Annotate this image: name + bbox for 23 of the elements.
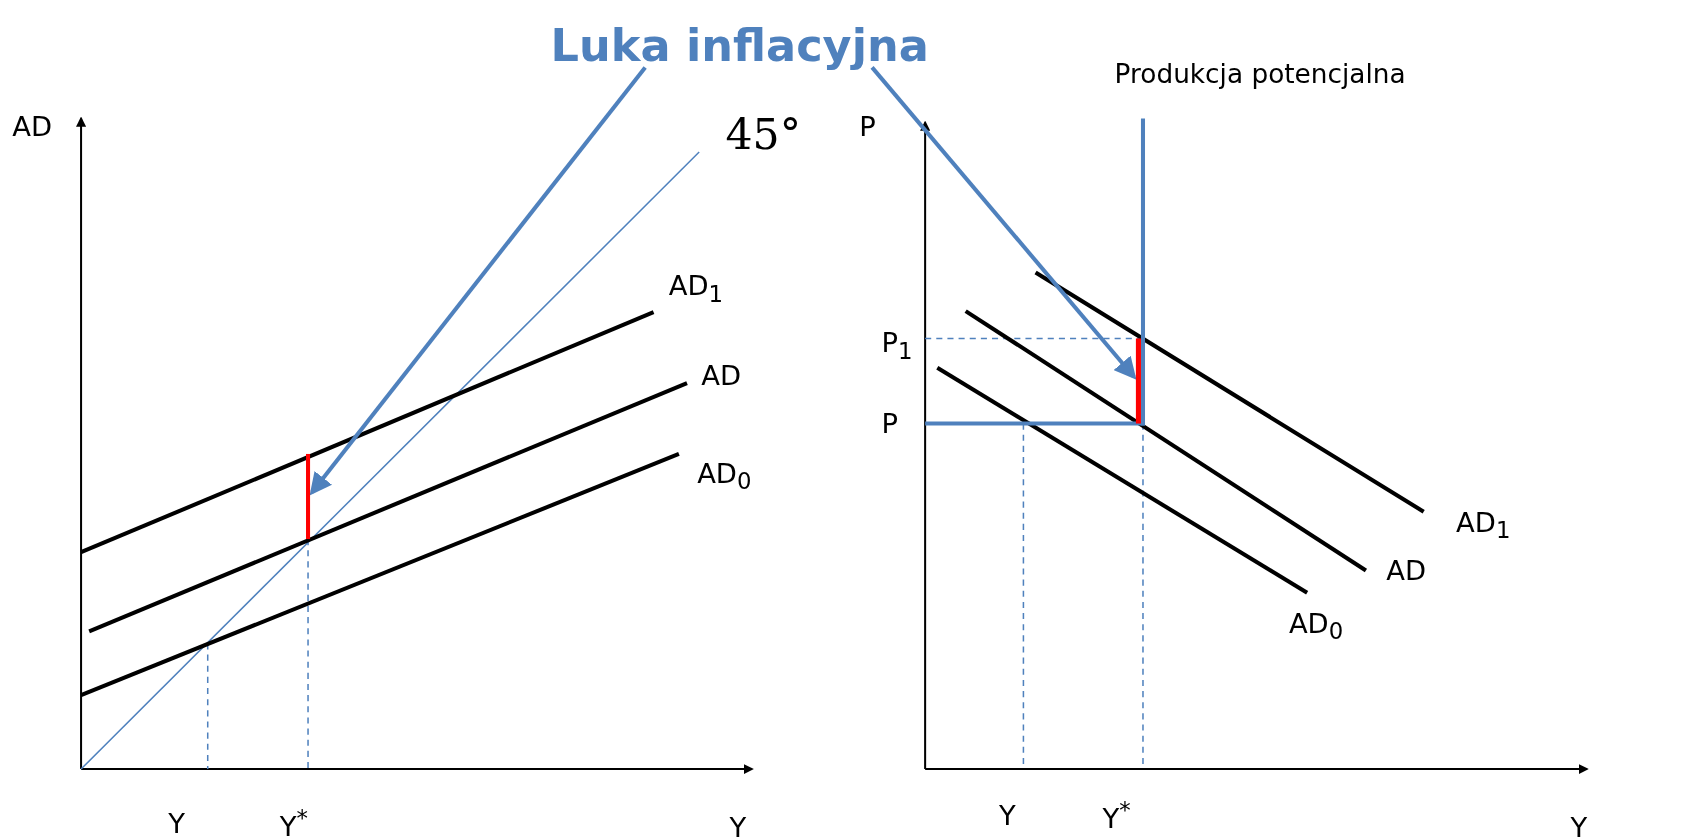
curve-label: AD: [1386, 556, 1426, 585]
curve-label: AD$_{0}$: [1288, 609, 1344, 643]
leader-arrow: [870, 66, 1137, 380]
leader-arrow: [309, 66, 647, 496]
curve-label: AD$_{0}$: [697, 459, 752, 493]
axis-tick-label: P$_{1}$: [881, 328, 913, 363]
axis-label: P: [859, 113, 876, 141]
curve-label: AD: [701, 361, 741, 389]
axis-label: AD: [12, 113, 52, 141]
gap-segment: [1135, 338, 1141, 424]
axis-label: Y: [729, 814, 747, 839]
axis-tick-label: Y: [168, 810, 185, 838]
axis-tick-label: Y$^{*}$: [1102, 799, 1131, 833]
angle-label: 45°: [725, 113, 801, 157]
axis-label: Y: [1570, 814, 1588, 839]
axis-annotation: Produkcja potencjalna: [1114, 60, 1406, 88]
gap-segment: [306, 453, 311, 540]
curve-label: AD$_{1}$: [668, 272, 724, 306]
axis-tick-label: Y: [999, 802, 1016, 830]
axis-tick-label: P: [881, 409, 899, 438]
chart-title: Luka inflacyjna: [550, 19, 929, 72]
axis-tick-label: Y$^{*}$: [279, 807, 308, 839]
curve-label: AD$_{1}$: [1456, 508, 1511, 542]
